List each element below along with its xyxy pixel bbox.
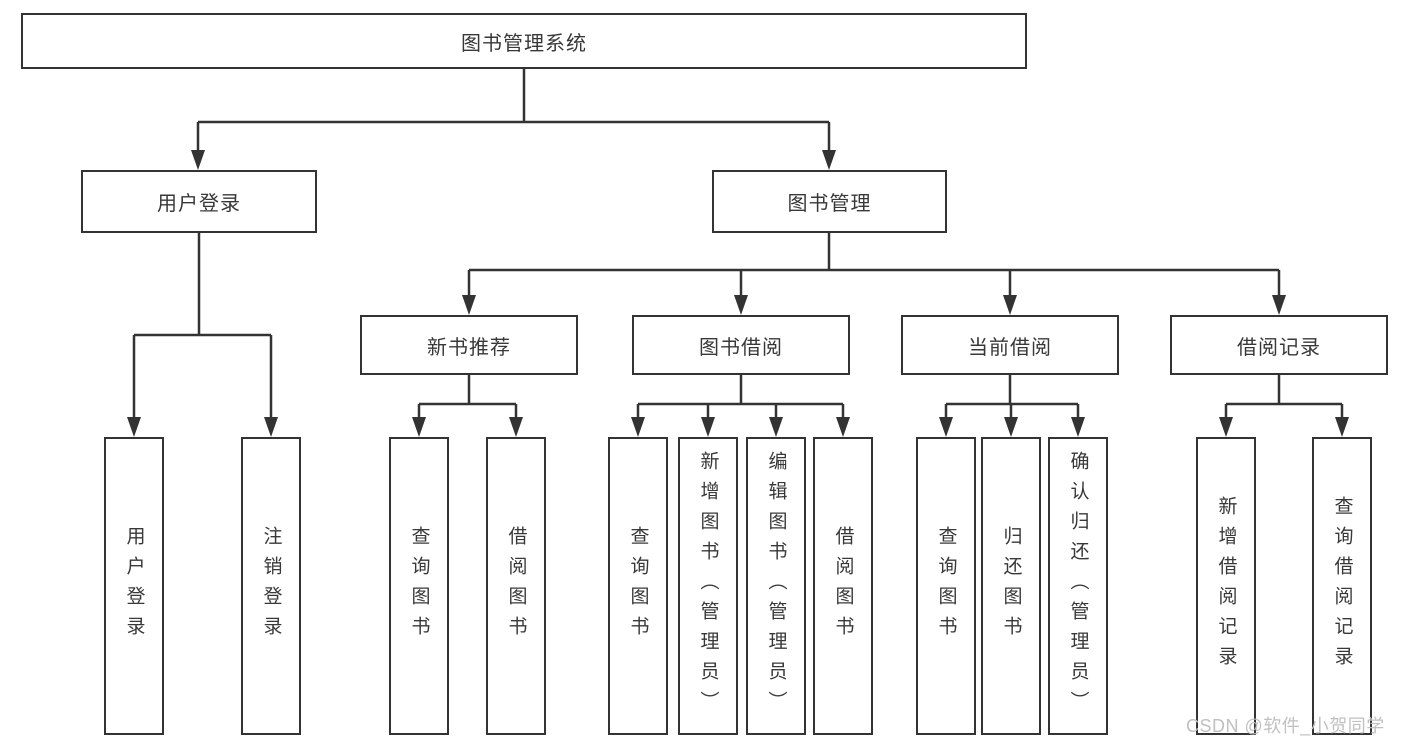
leaf-current-confirm-return-admin-label: 确认归还（管理员） — [1067, 451, 1089, 721]
leaf-records-add-record-label: 新增借阅记录 — [1215, 496, 1237, 676]
leaf-current-query-books: 查询图书 — [916, 437, 976, 735]
leaf-user-login-label: 用户登录 — [123, 526, 145, 646]
node-user-login: 用户登录 — [81, 170, 317, 233]
arrowheads — [127, 150, 1349, 437]
node-new-book-recommendation: 新书推荐 — [360, 315, 578, 375]
node-borrowing-records: 借阅记录 — [1170, 315, 1388, 375]
leaf-records-query-record: 查询借阅记录 — [1312, 437, 1372, 735]
node-current-borrowing: 当前借阅 — [901, 315, 1119, 375]
leaf-borrow-query-books-label: 查询图书 — [627, 526, 649, 646]
leaf-current-confirm-return-admin: 确认归还（管理员） — [1048, 437, 1108, 735]
leaf-user-login: 用户登录 — [104, 437, 164, 735]
leaf-logout-label: 注销登录 — [260, 526, 282, 646]
node-current-borrowing-label: 当前借阅 — [968, 336, 1052, 359]
leaf-records-add-record: 新增借阅记录 — [1196, 437, 1256, 735]
leaf-borrow-borrow-books-label: 借阅图书 — [832, 526, 854, 646]
node-book-management: 图书管理 — [712, 170, 947, 233]
leaf-borrow-edit-books-admin: 编辑图书（管理员） — [746, 437, 806, 735]
node-borrowing-records-label: 借阅记录 — [1237, 336, 1321, 359]
leaf-current-return-books-label: 归还图书 — [1000, 526, 1022, 646]
leaf-current-return-books: 归还图书 — [981, 437, 1041, 735]
csdn-watermark: CSDN @软件_小贺同学 — [1186, 716, 1385, 736]
node-new-book-recommendation-label: 新书推荐 — [427, 336, 511, 359]
node-book-borrowing-label: 图书借阅 — [699, 336, 783, 359]
node-root: 图书管理系统 — [21, 13, 1027, 69]
node-book-management-label: 图书管理 — [787, 193, 872, 215]
node-root-label: 图书管理系统 — [461, 32, 587, 55]
leaf-current-query-books-label: 查询图书 — [935, 526, 957, 646]
leaf-borrow-add-books-admin: 新增图书（管理员） — [678, 437, 738, 735]
leaf-borrow-borrow-books: 借阅图书 — [813, 437, 873, 735]
node-book-borrowing: 图书借阅 — [632, 315, 850, 375]
leaf-records-query-record-label: 查询借阅记录 — [1331, 496, 1353, 676]
leaf-newrec-borrow-books-label: 借阅图书 — [505, 526, 527, 646]
leaf-borrow-edit-books-admin-label: 编辑图书（管理员） — [765, 451, 787, 721]
leaf-borrow-add-books-admin-label: 新增图书（管理员） — [697, 451, 719, 721]
node-user-login-label: 用户登录 — [157, 193, 241, 215]
leaf-logout: 注销登录 — [241, 437, 301, 735]
leaf-newrec-borrow-books: 借阅图书 — [486, 437, 546, 735]
leaf-newrec-query-books-label: 查询图书 — [408, 526, 430, 646]
leaf-borrow-query-books: 查询图书 — [608, 437, 668, 735]
leaf-newrec-query-books: 查询图书 — [389, 437, 449, 735]
